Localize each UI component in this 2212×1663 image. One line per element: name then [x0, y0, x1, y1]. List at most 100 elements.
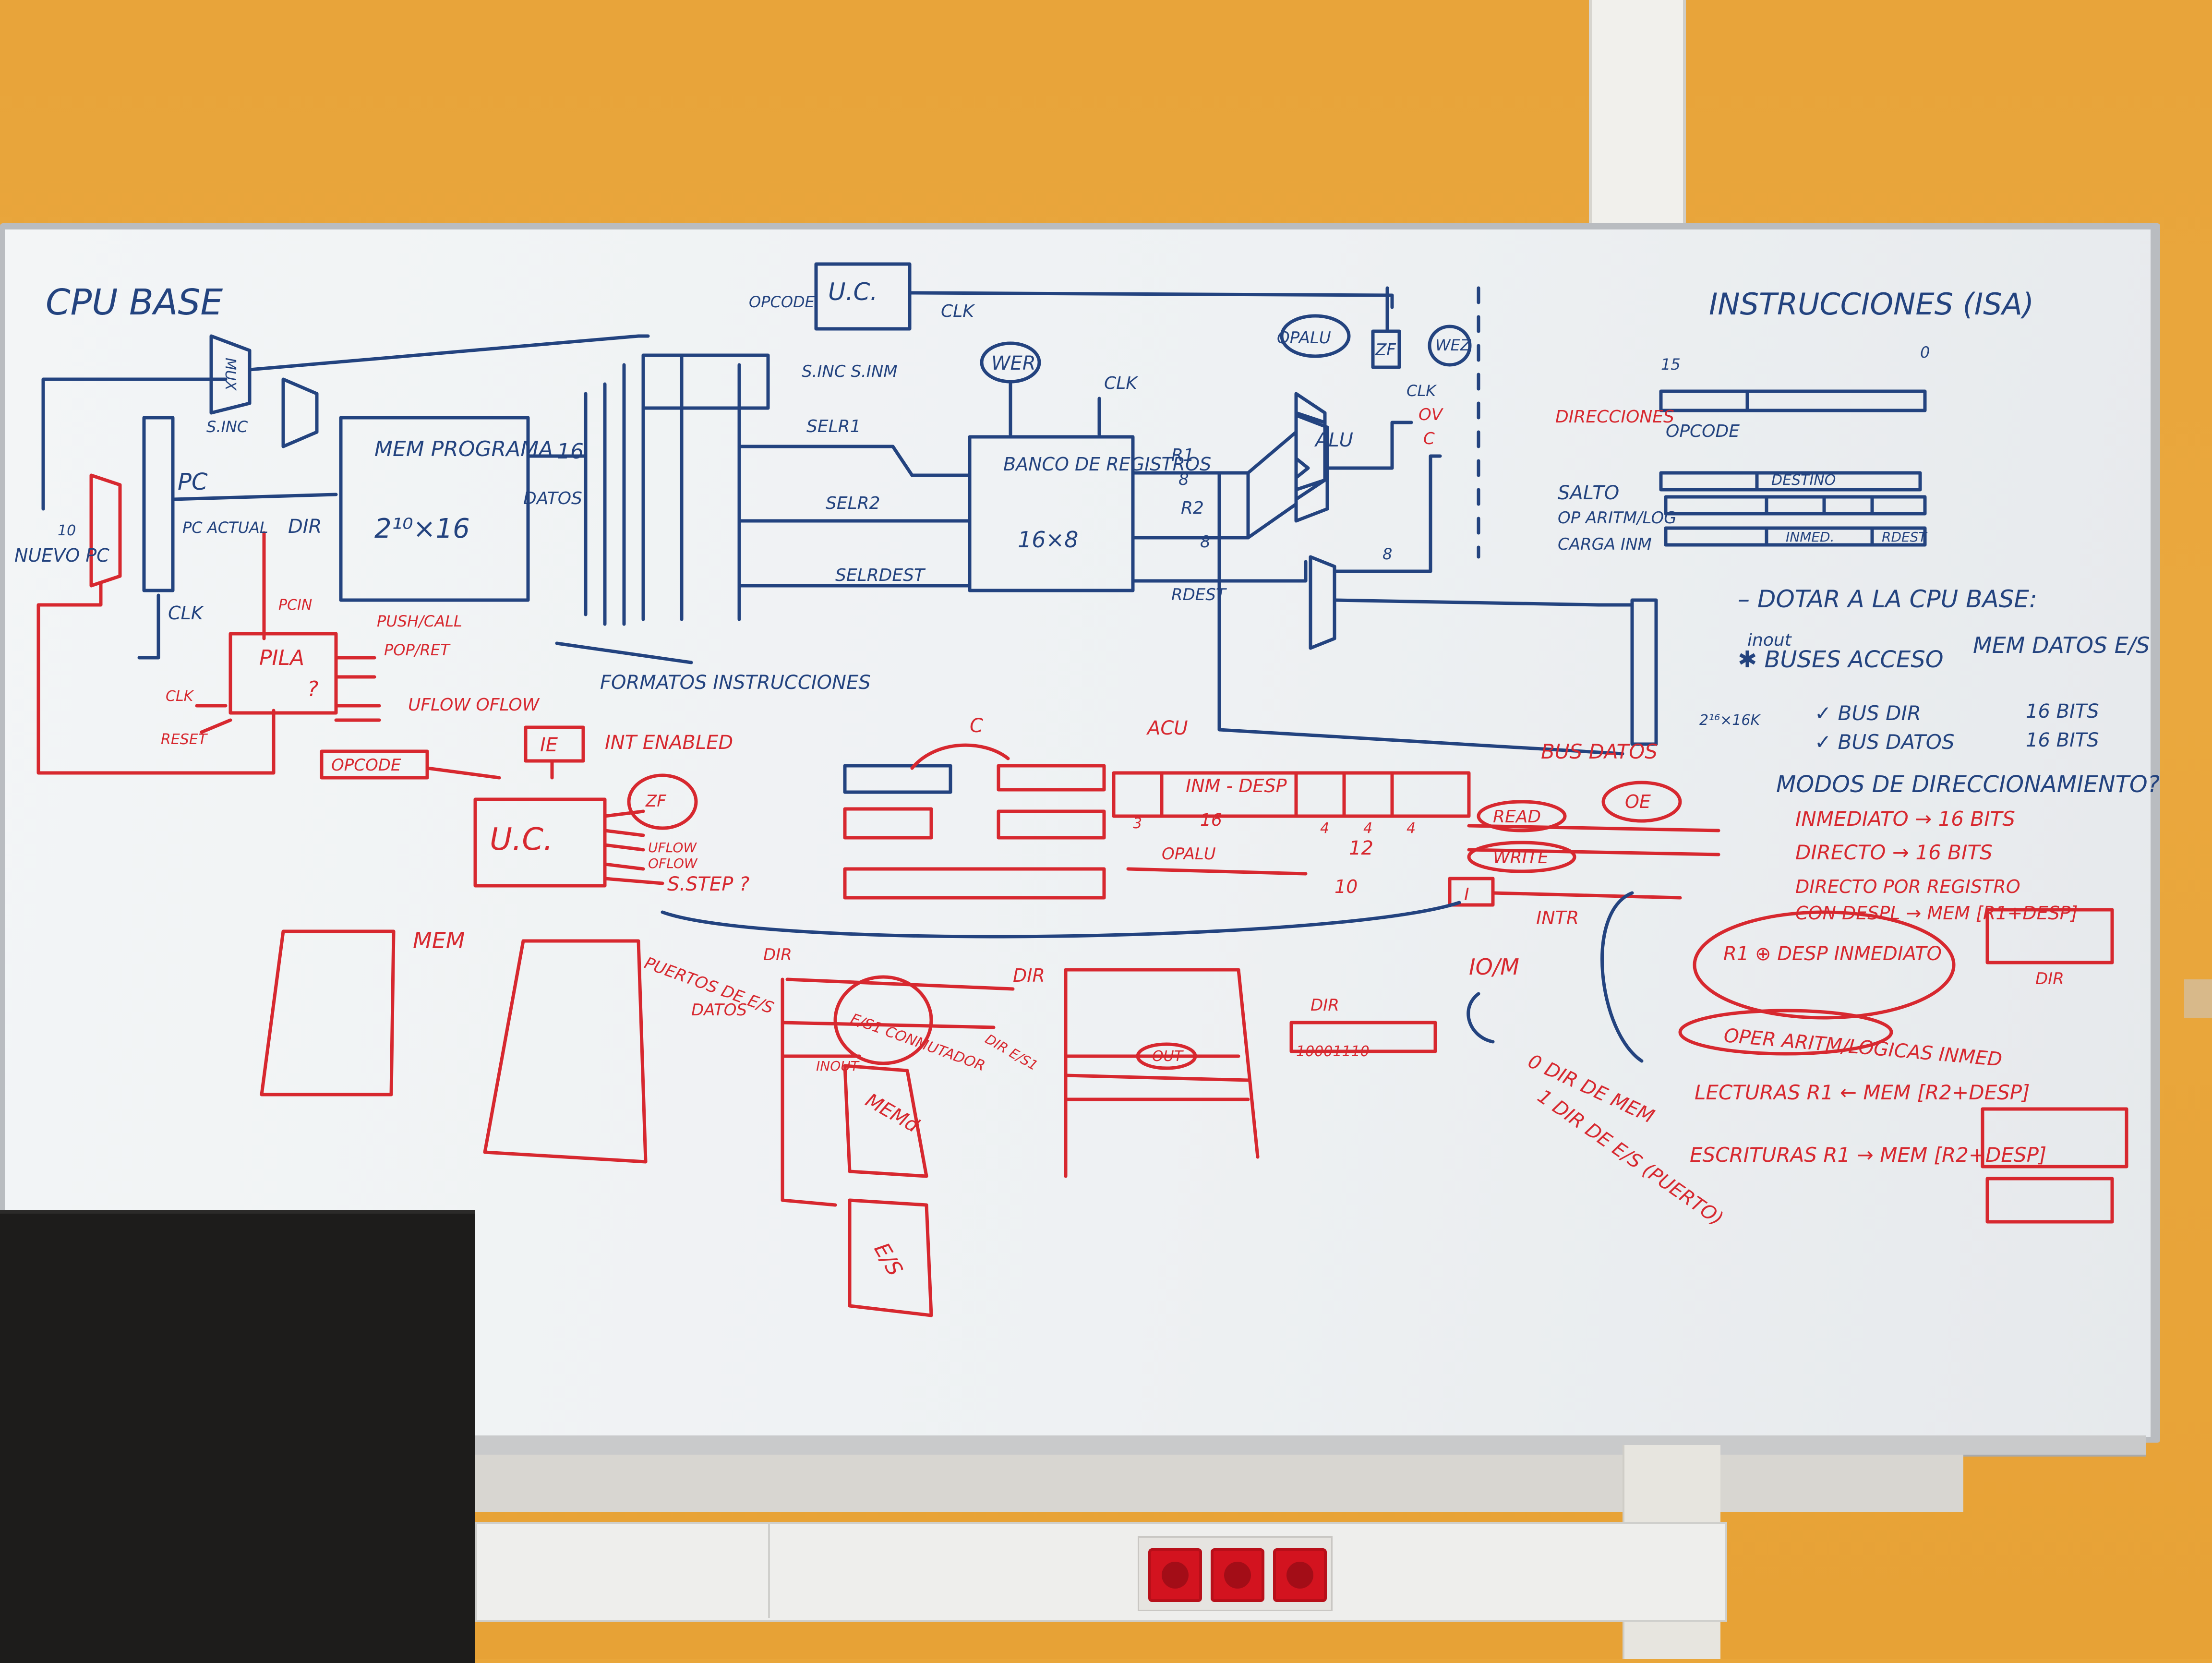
datos-label: DATOS [523, 489, 582, 508]
selr1-label: SELR1 [806, 417, 861, 436]
carga-inm-label: CARGA INM [1558, 535, 1652, 554]
es1-conmutador-label: E/S1 CONMUTADOR [848, 1011, 987, 1075]
pc-label: PC [178, 469, 208, 495]
push-call-label: PUSH/CALL [377, 612, 462, 630]
zf-label: ZF [1375, 340, 1396, 360]
lecturas-label: LECTURAS R1 ← MEM [R2+DESP] [1695, 1081, 2030, 1104]
directo-label: DIRECTO → 16 BITS [1795, 841, 1993, 864]
mem-datos-es-label: MEM DATOS E/S [1973, 632, 2150, 658]
width-8b-label: 8 [1200, 532, 1211, 552]
opcode-top-label: OPCODE [749, 293, 815, 311]
dir-es1-label: DIR E/S1 [983, 1031, 1041, 1073]
red-4a-label: 4 [1320, 820, 1329, 837]
inout-label: inout [1747, 630, 1792, 650]
cable-trunk [475, 1522, 1727, 1622]
inout-box-label: INOUT [816, 1058, 860, 1074]
bits16-b-label: 16 BITS [2026, 729, 2099, 751]
clk-uc-label: CLK [941, 301, 975, 321]
read-label: READ [1493, 807, 1541, 827]
escrituras-label: ESCRITURAS R1 → MEM [R2+DESP] [1690, 1143, 2046, 1167]
oper-arit-label: OPER ARITM/LOGICAS INMED [1723, 1024, 2003, 1071]
binary-label: 10001110 [1296, 1043, 1370, 1060]
reset-label: RESET [161, 731, 208, 748]
opcode-red-label: OPCODE [331, 756, 401, 775]
selr2-label: SELR2 [826, 494, 880, 513]
sinc-sinm-label: S.INC S.INM [802, 362, 898, 381]
i-label: I [1464, 885, 1469, 904]
mux-label: MUX [222, 358, 239, 391]
red-10-label: 10 [1334, 876, 1358, 897]
dir-a-label: DIR [763, 945, 792, 964]
width-16-label: 16 [557, 439, 584, 464]
oflow-label: OFLOW [648, 856, 698, 871]
clk-pc-label: CLK [168, 603, 204, 624]
clk-banco-label: CLK [1104, 374, 1138, 393]
trunk-divider [768, 1522, 770, 1618]
red-4b-label: 4 [1363, 820, 1372, 837]
uflow-oflow-label: UFLOW OFLOW [408, 695, 540, 715]
modos-label: MODOS DE DIRECCIONAMIENTO? [1776, 771, 2160, 798]
bus-datos-blue-label: ✓ BUS DATOS [1815, 730, 1955, 754]
isa-formats [1477, 286, 1927, 746]
write-label: WRITE [1493, 848, 1549, 868]
destino-label: DESTINO [1771, 472, 1836, 489]
r2-label: R2 [1181, 498, 1204, 518]
wall-post [1589, 0, 1686, 230]
rdest-label: RDEST [1171, 585, 1227, 604]
pcin-label: PCIN [278, 597, 312, 614]
power-outlet [1148, 1548, 1202, 1602]
power-outlet [1273, 1548, 1327, 1602]
mem-size-label: 2¹⁰×16 [374, 513, 470, 544]
pop-ret-label: POP/RET [384, 641, 451, 659]
opcode-isa-label: OPCODE [1666, 422, 1740, 441]
dir-b-label: DIR [1013, 965, 1045, 986]
mem-label: MEM [413, 928, 465, 953]
clk-alu-label: CLK [1407, 382, 1437, 400]
pc-actual-label: PC ACTUAL [182, 518, 268, 537]
red-3-label: 3 [1133, 815, 1142, 832]
bit0-label: 0 [1920, 343, 1930, 362]
ie-label: IE [540, 734, 558, 756]
width-10-label: 10 [58, 522, 76, 539]
io-m-label: IO/M [1469, 954, 1519, 980]
op-arit-label: OP ARITM/LOG [1558, 508, 1677, 528]
zf-red-label: ZF [645, 792, 666, 811]
banco-label: BANCO DE REGISTROS [1003, 454, 1211, 475]
dir-c-label: DIR [1310, 996, 1339, 1015]
uc-bottom-label: U.C. [490, 822, 553, 857]
banco-size-label: 16×8 [1018, 527, 1078, 553]
dir-label: DIR [288, 516, 322, 538]
es-box-label: E/S [869, 1239, 907, 1280]
uc-top-label: U.C. [828, 278, 878, 306]
con-despl-label: CON DESPL → MEM [R1+DESP] [1795, 903, 2078, 924]
marker-tray [475, 1435, 2146, 1457]
inmed-label: INMED. [1786, 529, 1835, 545]
c-flag-label: C [1423, 429, 1435, 448]
wer-label: WER [991, 352, 1036, 374]
width-8c-label: 8 [1382, 545, 1392, 563]
datos-red-label: DATOS [691, 1000, 747, 1020]
inm-desp-label: INM - DESP [1186, 775, 1287, 796]
red-16-label: 16 [1200, 810, 1222, 830]
red-diagram-lines [36, 473, 2128, 1317]
clk-pila-label: CLK [166, 688, 194, 705]
int-enabled-label: INT ENABLED [605, 732, 733, 754]
power-outlet [1211, 1548, 1264, 1602]
width-8a-label: 8 [1178, 470, 1189, 489]
alu-label: ALU [1314, 429, 1353, 451]
r1-label: R1 [1171, 446, 1194, 465]
formatos-label: FORMATOS INSTRUCCIONES [600, 672, 871, 694]
monitor-back [0, 1210, 475, 1663]
selrdest-label: SELRDEST [835, 566, 926, 585]
wood-shelf [2184, 979, 2212, 1018]
sstep-label: S.STEP ? [667, 873, 749, 895]
out-label: OUT [1152, 1048, 1184, 1065]
bits16-a-label: 16 BITS [2026, 700, 2099, 723]
red-12-label: 12 [1349, 837, 1373, 859]
bus-datos-red-label: BUS DATOS [1541, 740, 1658, 763]
board-title: CPU BASE [46, 282, 223, 323]
red-4c-label: 4 [1407, 820, 1416, 837]
bit15-label: 15 [1661, 355, 1681, 374]
sinc-label: S.INC [206, 418, 248, 436]
